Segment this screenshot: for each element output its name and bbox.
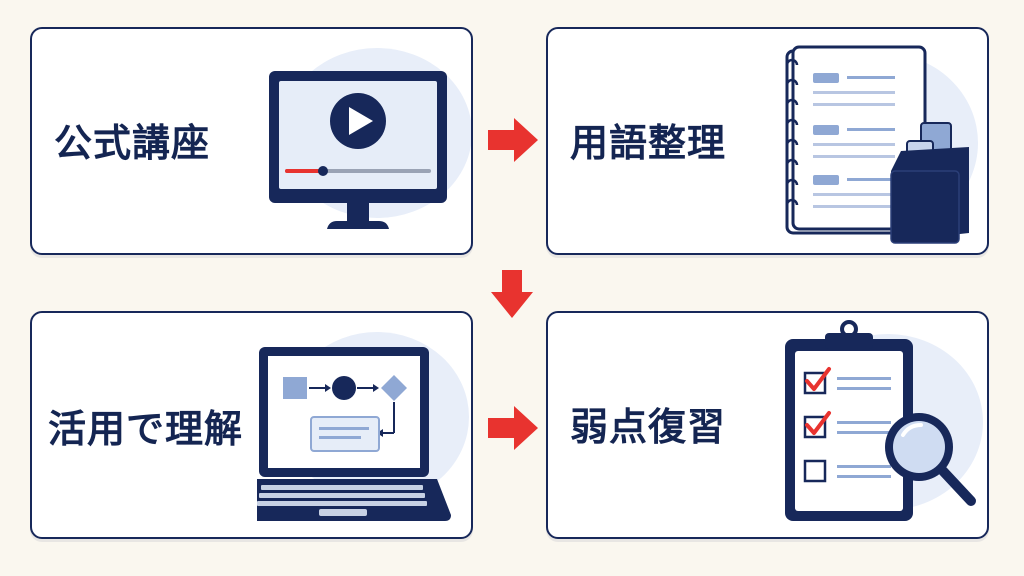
checkbox-3 (803, 459, 827, 483)
checklist (803, 367, 891, 483)
video-monitor-icon (257, 33, 471, 248)
step-card-understand-by-use: 活用で理解 (30, 311, 473, 539)
step-card-weakness-review: 弱点復習 (546, 311, 989, 539)
arrow-right-icon (486, 404, 540, 452)
step-label: 用語整理 (570, 121, 727, 165)
step-label: 活用で理解 (48, 407, 244, 451)
notebook-file-box-icon (773, 33, 987, 248)
step-label: 公式講座 (54, 121, 211, 165)
check-mark-icon (805, 411, 831, 435)
check-mark-icon (805, 367, 831, 391)
step-card-terminology: 用語整理 (546, 27, 989, 255)
arrow-down-icon (489, 268, 535, 320)
step-label: 弱点復習 (570, 405, 727, 449)
laptop-flowchart-icon (257, 317, 471, 532)
step-card-official-course: 公式講座 (30, 27, 473, 255)
clipboard-checklist-magnifier-icon (773, 317, 987, 532)
arrow-right-icon (486, 116, 540, 164)
